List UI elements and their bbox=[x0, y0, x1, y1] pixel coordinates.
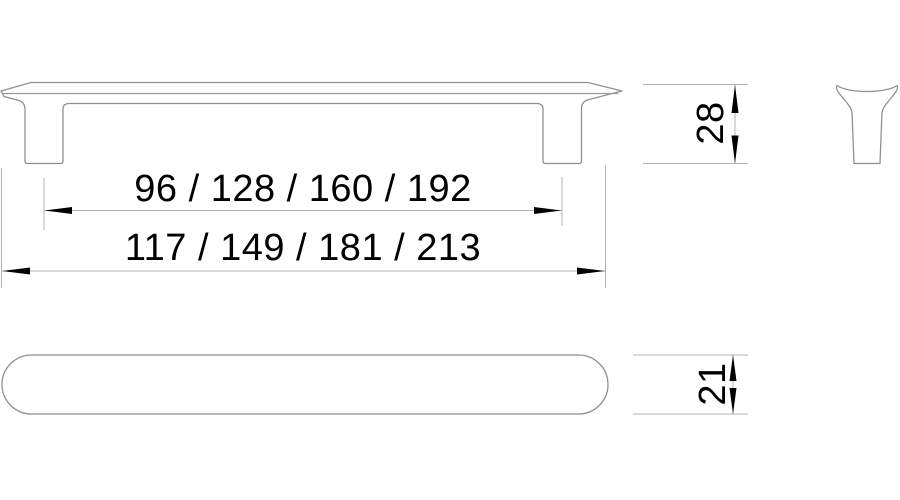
hole-spacing-label: 96 / 128 / 160 / 192 bbox=[134, 168, 472, 210]
dimension-arrow-top bbox=[729, 355, 737, 381]
top-view bbox=[1, 354, 609, 415]
height-dimension: 28 bbox=[643, 84, 748, 164]
depth-label: 21 bbox=[692, 362, 734, 405]
hole-spacing-dimension: 96 / 128 / 160 / 192 bbox=[43, 168, 563, 230]
overall-length-label: 117 / 149 / 181 / 213 bbox=[125, 227, 481, 269]
side-view bbox=[835, 84, 899, 165]
dimension-arrow-top bbox=[731, 85, 739, 113]
height-label: 28 bbox=[690, 101, 732, 144]
top-view-outline bbox=[1, 354, 609, 415]
dimension-arrow-right bbox=[577, 267, 605, 275]
overall-length-dimension: 117 / 149 / 181 / 213 bbox=[1, 165, 606, 288]
front-view-outline bbox=[0, 81, 623, 165]
dimension-arrow-bottom bbox=[729, 388, 737, 414]
dimension-arrow-left bbox=[2, 267, 30, 275]
front-view bbox=[0, 81, 623, 165]
dimension-arrow-left bbox=[44, 207, 72, 214]
side-view-outline bbox=[835, 84, 899, 165]
dimension-arrow-right bbox=[534, 207, 562, 214]
depth-dimension: 21 bbox=[633, 354, 748, 415]
dimension-arrow-bottom bbox=[731, 135, 739, 164]
